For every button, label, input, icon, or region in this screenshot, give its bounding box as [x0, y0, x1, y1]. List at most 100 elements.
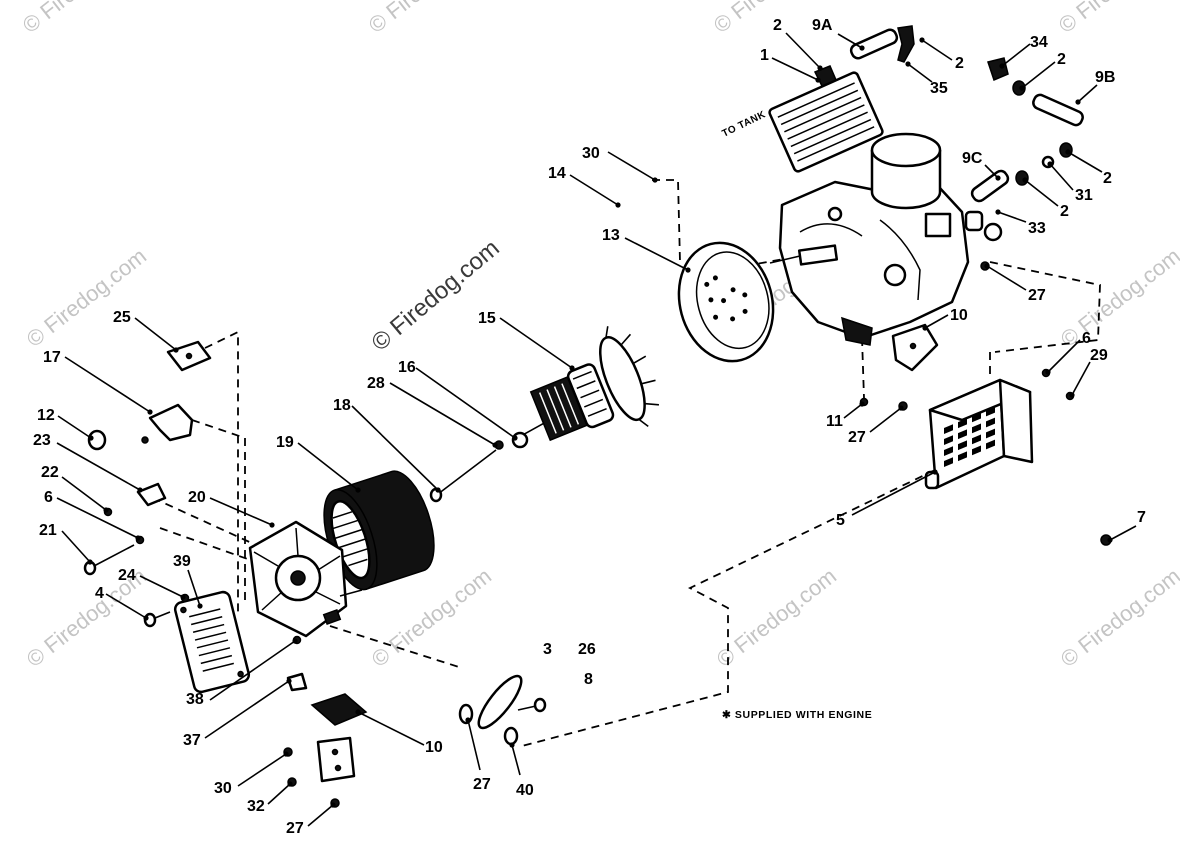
engine-cylinder-head: [768, 71, 884, 173]
watermark-text-main: © Firedog.com: [367, 235, 505, 357]
vent: [944, 424, 953, 434]
dashed-connector: [329, 625, 463, 669]
leader-dot: [465, 717, 471, 723]
fuel-elbow: [897, 25, 915, 63]
leader-dot: [1107, 537, 1113, 543]
end-bell-bearing: [290, 570, 306, 586]
flywheel-drawing: [677, 241, 775, 363]
vent: [972, 412, 981, 423]
engine-detail-line: [799, 223, 863, 237]
vent-hole: [712, 275, 718, 281]
cover-screw-hole: [237, 670, 244, 678]
leader-line: [64, 356, 151, 413]
engine-drawing: [768, 25, 970, 346]
plate-8: [477, 674, 523, 730]
bracket-10-lower: [310, 693, 368, 726]
end-bell-spokes: [253, 527, 341, 611]
watermark-text: © Firedog.com: [1056, 563, 1180, 672]
callout-label: 35: [930, 80, 948, 97]
vent: [972, 423, 981, 434]
hose-9c: [970, 169, 1010, 203]
leader-dot: [197, 603, 203, 609]
callout-label: 16: [398, 359, 416, 376]
callout-label: 34: [1030, 34, 1048, 51]
leader-dot: [1065, 149, 1071, 155]
leader-line: [907, 63, 933, 83]
leader-dot: [905, 61, 911, 67]
leader-line: [134, 317, 177, 351]
leader-line: [357, 711, 425, 746]
fuel-fitting-34: [987, 57, 1009, 82]
leader-line: [869, 407, 902, 433]
leader-dot: [355, 709, 361, 715]
leader-line: [921, 39, 953, 61]
leader-dot: [1075, 99, 1081, 105]
air-cleaner-top: [870, 132, 942, 168]
leader-dot: [859, 401, 865, 407]
bolt-21: [93, 544, 135, 567]
callout-label: 39: [173, 553, 191, 570]
leader-dot: [509, 742, 515, 748]
leader-dot: [569, 365, 575, 371]
leader-dot: [817, 65, 823, 71]
bracket-17: [148, 403, 194, 442]
callout-label: 27: [848, 429, 866, 446]
callout-label: 17: [43, 349, 61, 366]
engine-carburetor: [924, 212, 952, 238]
parts: [83, 25, 1112, 808]
leader-dot: [88, 435, 94, 441]
leader-line: [851, 471, 936, 516]
vent: [944, 457, 953, 467]
leader-line: [843, 403, 863, 419]
stator-bore: [330, 500, 371, 580]
callout-label: 31: [1075, 187, 1093, 204]
leader-dot: [103, 507, 109, 513]
end-bell-stud: [339, 589, 363, 597]
callout-label: 15: [478, 310, 496, 327]
washer-40: [503, 726, 519, 746]
leader-line: [624, 237, 689, 271]
watermarks: © Firedog.com © Firedog.com © Firedog.co…: [18, 0, 1180, 672]
leader-dot: [287, 781, 293, 787]
leader-dot: [685, 267, 691, 273]
watermark-text: © Firedog.com: [18, 0, 147, 38]
callout-label: 27: [286, 820, 304, 837]
engine-mount-foot: [841, 316, 873, 346]
washer-33: [983, 222, 1003, 242]
mount-bracket-upper: [859, 323, 939, 411]
leader-dot: [922, 325, 928, 331]
callout-label: 2: [773, 17, 782, 34]
leader-line: [56, 442, 141, 491]
leader-line: [307, 804, 334, 827]
callout-label: 32: [247, 798, 265, 815]
leader-dot: [147, 409, 153, 415]
leader-dot: [999, 63, 1005, 69]
rotor-fan-blades: [605, 326, 659, 428]
flywheel-vent-holes: [704, 275, 748, 322]
callout-label: 23: [33, 432, 51, 449]
vent: [972, 445, 981, 456]
callout-label: 2: [1060, 203, 1069, 220]
leader-dot: [615, 202, 621, 208]
callout-label: 37: [183, 732, 201, 749]
vent-hole: [721, 298, 727, 304]
leader-dot: [286, 678, 292, 684]
plate-8-assembly: [458, 674, 547, 746]
leader-dot: [180, 594, 186, 600]
bracket-hole: [909, 342, 917, 350]
leader-line: [187, 569, 201, 607]
leader-line: [61, 476, 107, 511]
fuel-hoses: [849, 28, 1084, 271]
callout-label: 1: [760, 47, 769, 64]
rotor-coil-windings: [572, 370, 607, 417]
vent: [986, 417, 995, 428]
leader-line: [1067, 151, 1103, 173]
leader-dot: [932, 469, 938, 475]
callout-label: 18: [333, 397, 351, 414]
rotor-lamination-lines: [538, 383, 580, 434]
vent: [944, 446, 953, 456]
bracket-23: [136, 482, 167, 507]
engine-shaft-housing: [797, 244, 839, 266]
vent-hole: [713, 314, 719, 320]
leader-line: [209, 497, 273, 526]
